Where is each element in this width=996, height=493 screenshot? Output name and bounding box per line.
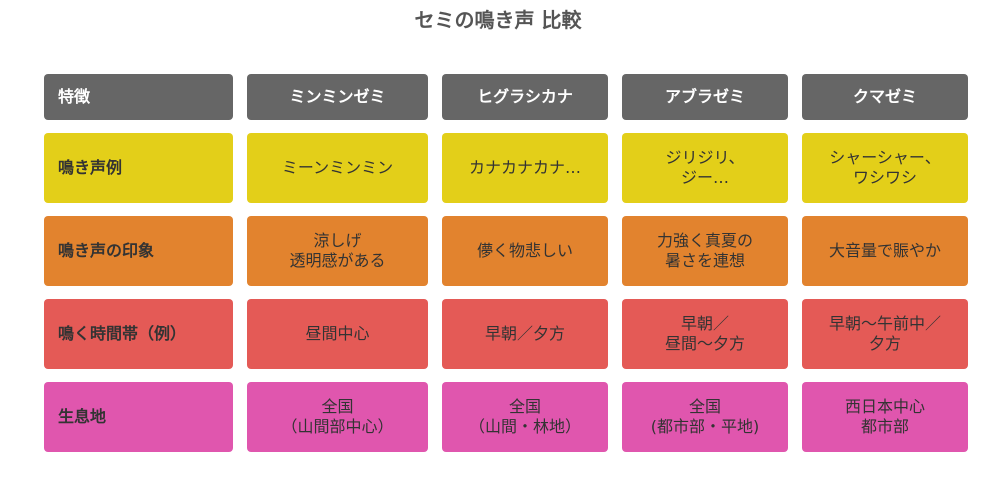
page-title: セミの鳴き声 比較: [414, 8, 582, 32]
row-label-voice-example: 鳴き声例: [44, 133, 233, 203]
header-kumazemi-cell: クマゼミ: [802, 74, 968, 120]
voice-example-minminzemi: ミーンミンミン: [247, 133, 428, 203]
time-aburazemi: 早朝／ 昼間〜夕方: [622, 299, 788, 369]
row-label-habitat: 生息地: [44, 382, 233, 452]
habitat-aburazemi: 全国 (都市部・平地): [622, 382, 788, 452]
header-minminzemi-cell: ミンミンゼミ: [247, 74, 428, 120]
impression-aburazemi: 力強く真夏の 暑さを連想: [622, 216, 788, 286]
time-higurashi: 早朝／夕方: [442, 299, 608, 369]
row-label-impression: 鳴き声の印象: [44, 216, 233, 286]
voice-example-aburazemi: ジリジリ、 ジー…: [622, 133, 788, 203]
habitat-kumazemi: 西日本中心 都市部: [802, 382, 968, 452]
time-minminzemi: 昼間中心: [247, 299, 428, 369]
voice-example-higurashi: カナカナカナ…: [442, 133, 608, 203]
habitat-minminzemi: 全国 （山間部中心）: [247, 382, 428, 452]
header-aburazemi-cell: アブラゼミ: [622, 74, 788, 120]
voice-example-kumazemi: シャーシャー、 ワシワシ: [802, 133, 968, 203]
impression-minminzemi: 涼しげ 透明感がある: [247, 216, 428, 286]
time-kumazemi: 早朝〜午前中／ 夕方: [802, 299, 968, 369]
habitat-higurashi: 全国 （山間・林地）: [442, 382, 608, 452]
header-feature-cell: 特徴: [44, 74, 233, 120]
impression-higurashi: 儚く物悲しい: [442, 216, 608, 286]
row-label-time: 鳴く時間帯（例）: [44, 299, 233, 369]
comparison-table: 特徴 ミンミンゼミ ヒグラシカナ アブラゼミ クマゼミ 鳴き声例 ミーンミンミン…: [44, 74, 968, 452]
header-higurashi-cell: ヒグラシカナ: [442, 74, 608, 120]
impression-kumazemi: 大音量で賑やか: [802, 216, 968, 286]
